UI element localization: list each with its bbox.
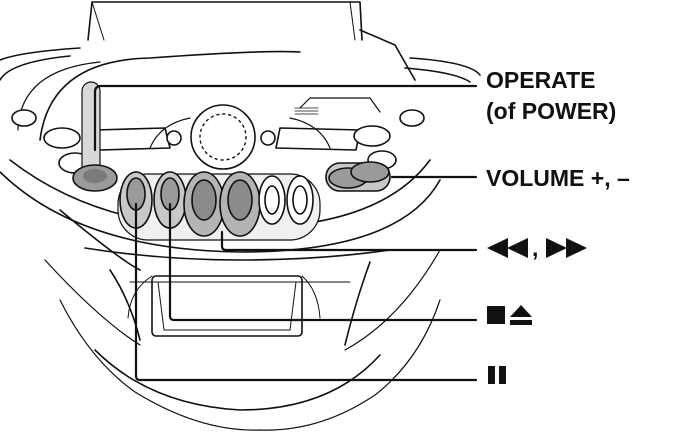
fast-forward-icon <box>546 238 588 258</box>
rew-ff-callout-line <box>220 230 478 252</box>
volume-label: VOLUME +, – <box>486 165 630 191</box>
volume-buttons <box>325 161 391 192</box>
pause-callout-line <box>134 202 478 382</box>
stop-eject-label <box>486 304 533 326</box>
rew-ff-separator: , <box>532 235 539 261</box>
transport-buttons <box>117 171 321 241</box>
cassette-window <box>127 275 321 337</box>
eject-icon <box>510 305 532 325</box>
of-power-label: (of POWER) <box>486 98 617 124</box>
lid-vent-slots <box>294 107 319 115</box>
callout-lines <box>93 84 478 382</box>
rew-ff-label: , <box>486 234 588 262</box>
operate-callout-line <box>93 84 478 152</box>
operate-label: OPERATE <box>486 67 596 93</box>
pause-label <box>486 364 508 386</box>
rewind-icon <box>487 238 528 258</box>
stop-eject-callout-line <box>168 202 478 322</box>
stop-icon <box>487 306 505 324</box>
control-panel <box>11 104 425 174</box>
pause-icon <box>488 366 506 384</box>
